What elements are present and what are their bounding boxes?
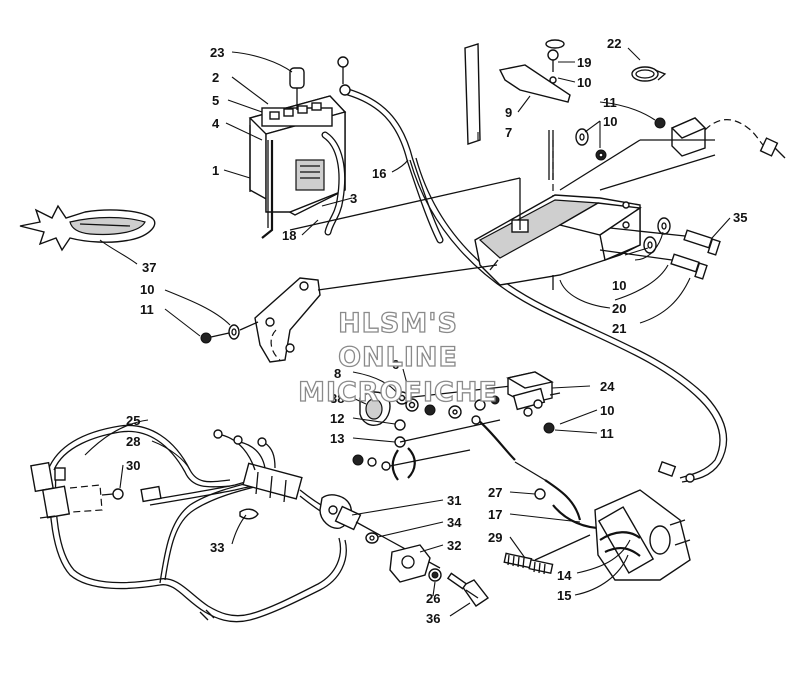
- callout-33: 33: [210, 540, 224, 555]
- watermark: HLSM'S ONLINE MICROFICHE: [297, 307, 498, 408]
- callout-6: 6: [392, 357, 399, 372]
- callout-17: 17: [488, 507, 502, 522]
- callout-35: 35: [733, 210, 747, 225]
- ignition-switch-icon: [319, 494, 442, 583]
- callout-32: 32: [447, 538, 461, 553]
- callout-10: 10: [612, 278, 626, 293]
- callout-10: 10: [600, 403, 614, 418]
- callout-21: 21: [612, 321, 626, 336]
- solenoid-icon: [506, 371, 561, 434]
- callout-27: 27: [488, 485, 502, 500]
- callout-16: 16: [372, 166, 386, 181]
- callout-23: 23: [210, 45, 224, 60]
- callout-31: 31: [447, 493, 461, 508]
- callout-11: 11: [140, 302, 154, 317]
- callout-20: 20: [612, 301, 626, 316]
- watermark-line-1: HLSM'S: [338, 308, 458, 339]
- callout-11: 11: [600, 426, 614, 441]
- callout-19: 19: [577, 55, 591, 70]
- callout-10: 10: [140, 282, 154, 297]
- callout-30: 30: [126, 458, 140, 473]
- key-icon: [446, 572, 490, 607]
- brand-logo-icon: [19, 204, 156, 252]
- callout-11: 11: [603, 95, 617, 110]
- callout-7: 7: [505, 125, 512, 140]
- callout-4: 4: [212, 116, 220, 131]
- callout-37: 37: [142, 260, 156, 275]
- callout-36: 36: [426, 611, 440, 626]
- callout-26: 26: [426, 591, 440, 606]
- callout-12: 12: [330, 411, 344, 426]
- callout-1: 1: [212, 163, 219, 178]
- callout-34: 34: [447, 515, 462, 530]
- watermark-line-3: MICROFICHE: [298, 377, 498, 408]
- callout-25: 25: [126, 413, 140, 428]
- callout-labels: 23 2 5 4 1 3 18 16 7 9 19 10 22 11 10 35…: [126, 36, 747, 626]
- callout-9: 9: [505, 105, 512, 120]
- callout-8: 8: [334, 366, 341, 381]
- callout-5: 5: [212, 93, 219, 108]
- callout-3: 3: [350, 191, 357, 206]
- watermark-line-2: ONLINE: [338, 342, 458, 373]
- callout-18: 18: [282, 228, 296, 243]
- callout-24: 24: [600, 379, 615, 394]
- callout-28: 28: [126, 434, 140, 449]
- callout-14: 14: [557, 568, 572, 583]
- callout-22: 22: [607, 36, 621, 51]
- callout-15: 15: [557, 588, 571, 603]
- callout-29: 29: [488, 530, 502, 545]
- callout-10: 10: [603, 114, 617, 129]
- callout-2: 2: [212, 70, 219, 85]
- callout-10: 10: [577, 75, 591, 90]
- callout-38: 38: [330, 391, 344, 406]
- callout-13: 13: [330, 431, 344, 446]
